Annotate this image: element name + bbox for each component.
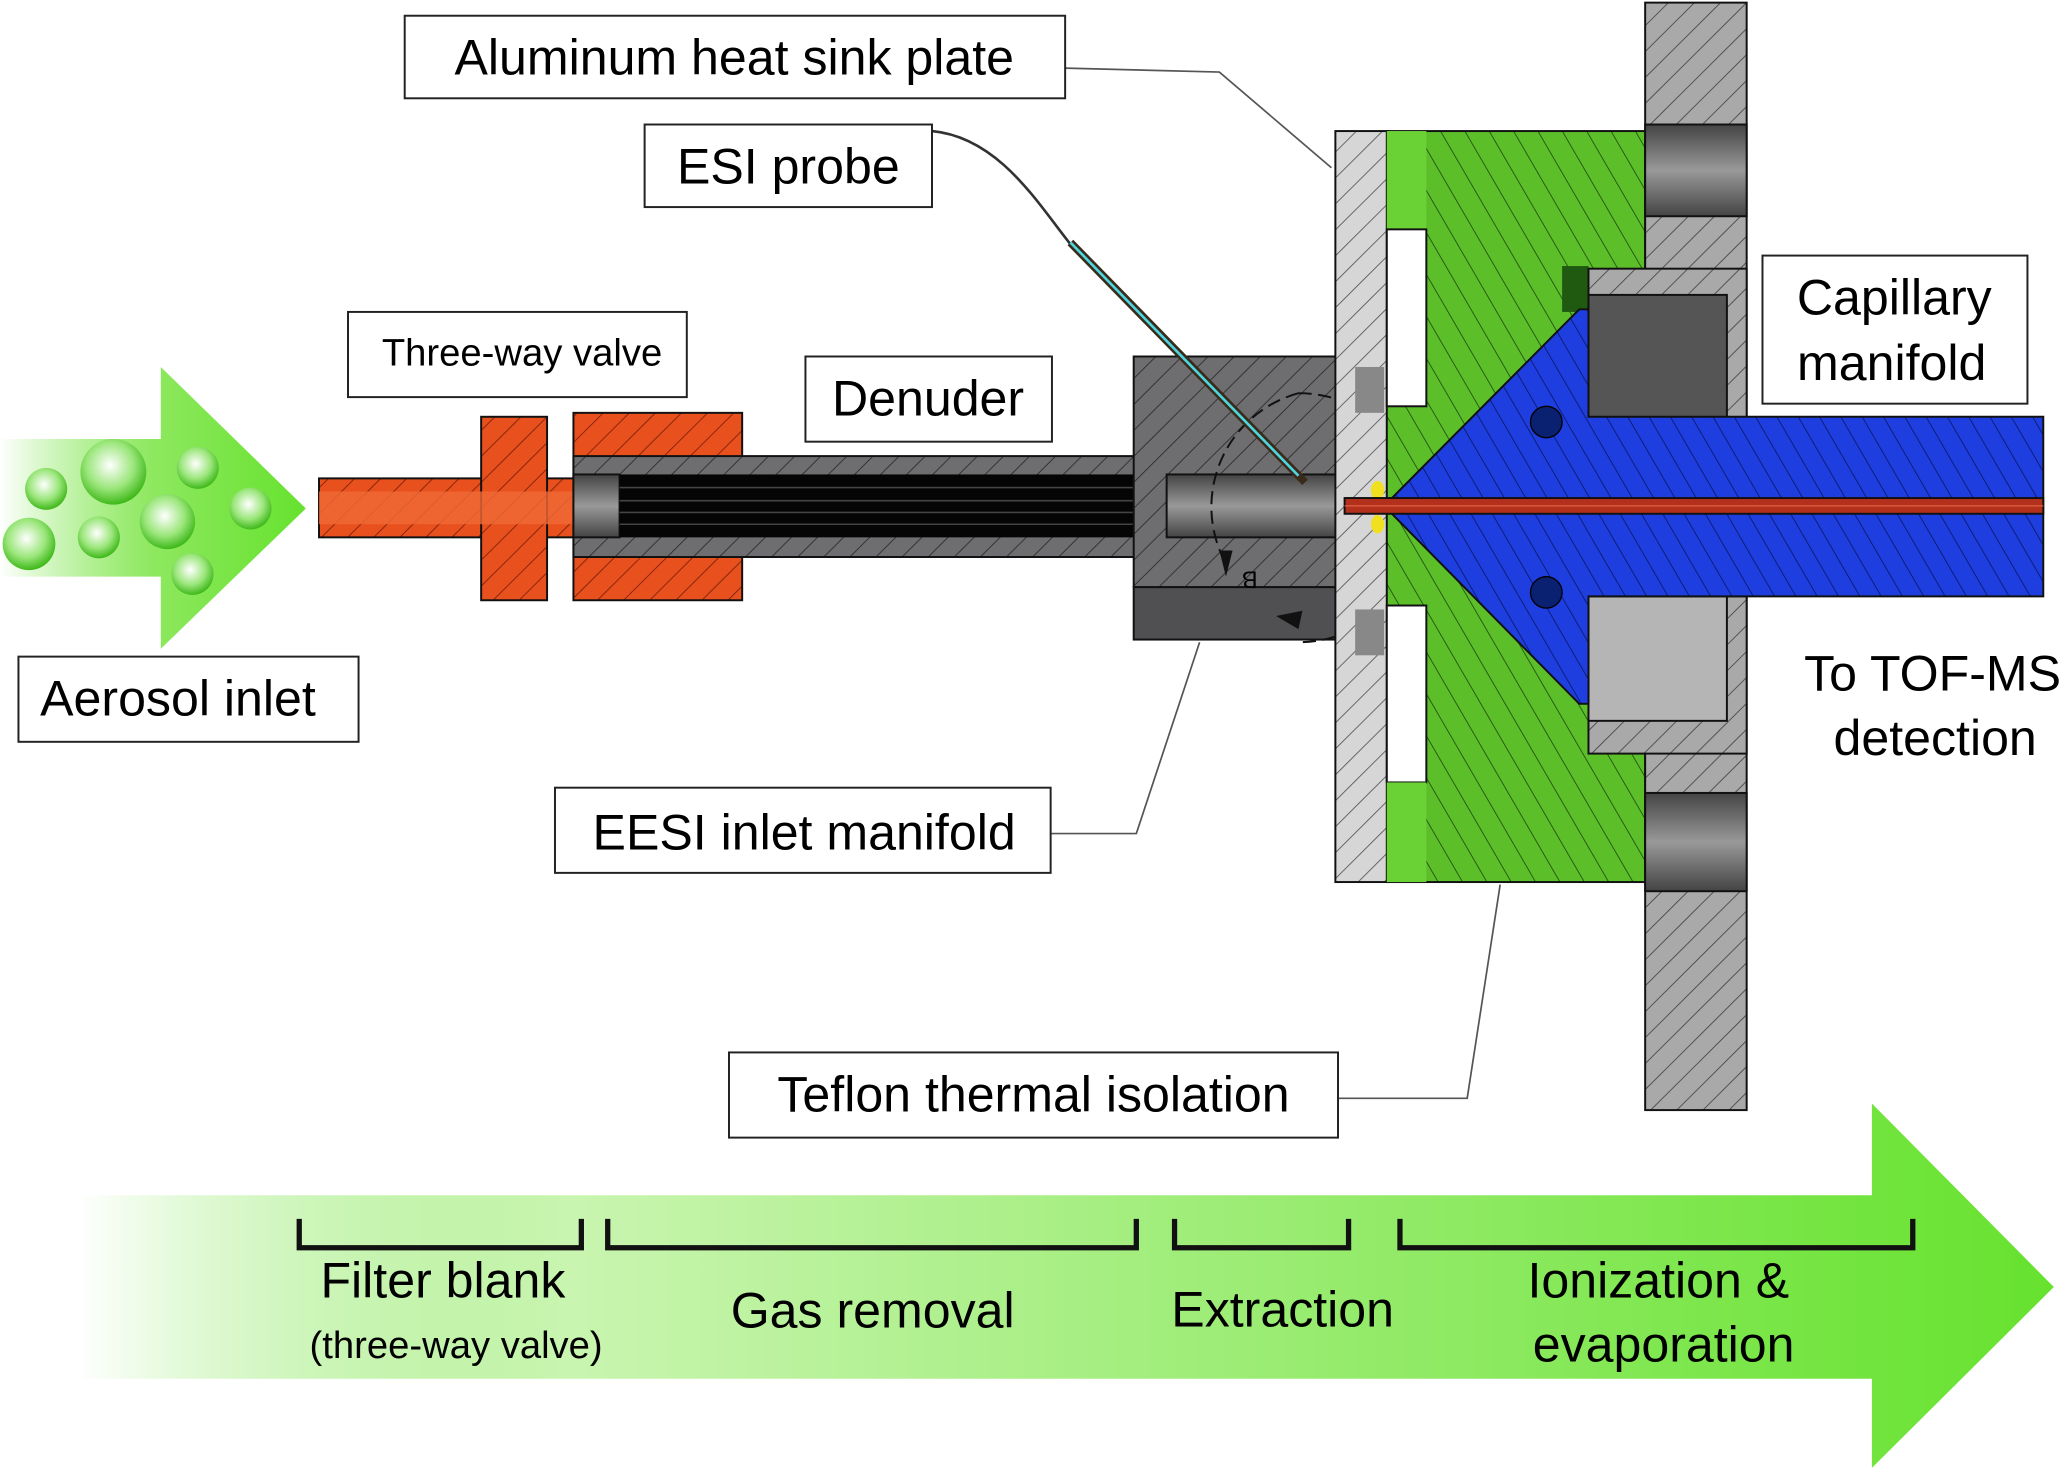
label-aluminum-plate: Aluminum heat sink plate [403,14,1067,100]
leader-eesi [1050,641,1201,835]
stage-ionization: Ionization & evaporation [1397,1218,1916,1373]
label-eesi-manifold: EESI inlet manifold [553,786,1052,874]
label-esi-probe: ESI probe [643,123,933,209]
eesi-manifold-part: B [1132,355,1425,644]
svg-text:Capillary: Capillary [1797,270,1992,326]
esi-probe-part [931,129,1308,486]
label-capillary-manifold: Capillary manifold [1761,254,2029,405]
leader-teflon [1338,884,1502,1100]
label-three-way-valve: Three-way valve [347,310,688,399]
svg-text:Aluminum heat sink plate: Aluminum heat sink plate [454,30,1014,86]
svg-text:Ionization &: Ionization & [1527,1253,1789,1309]
stage-gas-removal: Gas removal [605,1218,1139,1339]
svg-text:Filter blank: Filter blank [320,1253,566,1309]
label-to-tofms: To TOF-MS detection [1804,646,2061,766]
svg-text:Denuder: Denuder [832,371,1024,427]
leader-aluminum [1065,67,1332,169]
svg-text:ESI probe: ESI probe [677,139,900,195]
svg-text:(three-way valve): (three-way valve) [310,1325,603,1367]
svg-text:manifold: manifold [1797,335,1986,391]
label-aerosol-inlet: Aerosol inlet [17,655,360,743]
label-teflon: Teflon thermal isolation [727,1051,1340,1139]
svg-text:detection: detection [1834,710,2037,766]
svg-text:To TOF-MS: To TOF-MS [1804,646,2061,702]
capillary-manifold-part [1343,308,2045,705]
stage-filter-blank: Filter blank (three-way valve) [296,1218,603,1367]
svg-text:Extraction: Extraction [1171,1281,1394,1337]
process-flow-arrow [79,1103,2054,1468]
svg-text:Aerosol inlet: Aerosol inlet [40,671,316,727]
label-denuder: Denuder [804,355,1053,443]
aerosol-flow-arrow [0,366,306,649]
svg-text:Teflon thermal isolation: Teflon thermal isolation [777,1067,1289,1123]
svg-text:EESI inlet manifold: EESI inlet manifold [593,804,1016,860]
stage-extraction: Extraction [1171,1218,1394,1337]
svg-text:Three-way valve: Three-way valve [382,333,662,375]
aerosol-particles [2,439,272,596]
svg-text:evaporation: evaporation [1533,1317,1795,1373]
svg-text:Gas removal: Gas removal [731,1283,1015,1339]
marker-b: B [1242,565,1258,591]
